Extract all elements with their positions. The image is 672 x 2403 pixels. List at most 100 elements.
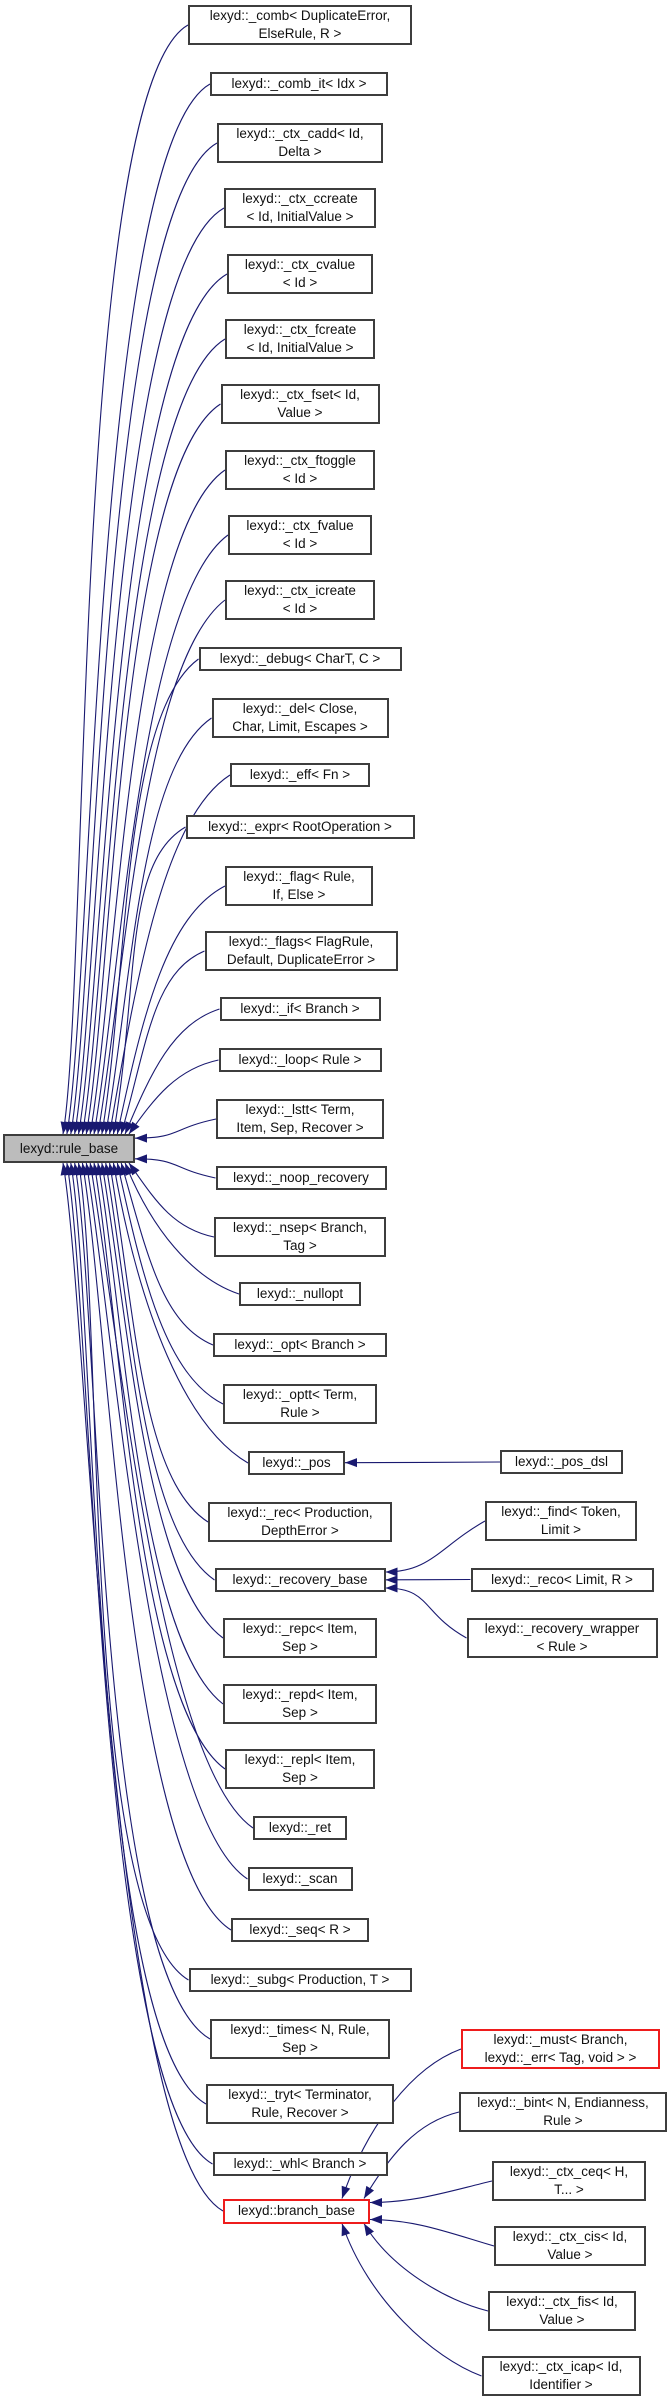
node-branch_base[interactable]: lexyd::branch_base <box>223 2198 370 2224</box>
edge-ctx_fvalue-rule_base <box>91 534 229 1135</box>
node-optt[interactable]: lexyd::_optt< Term,Rule > <box>223 1384 377 1424</box>
node-label-line: lexyd::_ctx_fis< Id, <box>506 2294 618 2309</box>
node-ctx_ftoggle[interactable]: lexyd::_ctx_ftoggle< Id > <box>225 450 375 490</box>
node-ctx_cis[interactable]: lexyd::_ctx_cis< Id,Value > <box>494 2226 646 2266</box>
node-label-line: lexyd::_times< N, Rule, <box>230 2022 370 2037</box>
edge-ctx_cadd-rule_base <box>68 142 218 1135</box>
node-del[interactable]: lexyd::_del< Close,Char, Limit, Escapes … <box>211 698 389 738</box>
edge-times-rule_base <box>72 1162 211 2040</box>
node-pos[interactable]: lexyd::_pos <box>248 1451 345 1475</box>
edge-flags-rule_base <box>120 950 205 1135</box>
node-label-line: lexyd::_tryt< Terminator, <box>228 2087 372 2102</box>
edge-recovery_wrapper-recovery_base <box>385 1583 467 1639</box>
node-rule_base[interactable]: lexyd::rule_base <box>3 1134 135 1163</box>
node-label-line: lexyd::_ctx_cis< Id, <box>512 2229 628 2244</box>
node-label-line: lexyd::_subg< Production, T > <box>210 1972 390 1987</box>
node-subg[interactable]: lexyd::_subg< Production, T > <box>188 1968 412 1992</box>
node-must[interactable]: lexyd::_must< Branch,lexyd::_err< Tag, v… <box>461 2029 660 2069</box>
node-ctx_fvalue[interactable]: lexyd::_ctx_fvalue< Id > <box>228 515 372 555</box>
node-tryt[interactable]: lexyd::_tryt< Terminator,Rule, Recover > <box>206 2084 394 2124</box>
node-ctx_cvalue[interactable]: lexyd::_ctx_cvalue< Id > <box>227 254 373 294</box>
node-ctx_ceq[interactable]: lexyd::_ctx_ceq< H,T... > <box>492 2161 646 2201</box>
node-label-line: lexyd::_err< Tag, void > > <box>484 2050 637 2065</box>
node-label-line: lexyd::branch_base <box>237 2203 356 2218</box>
node-seq[interactable]: lexyd::_seq< R > <box>231 1918 369 1942</box>
edge-repd-rule_base <box>95 1162 224 1705</box>
node-recovery_wrapper[interactable]: lexyd::_recovery_wrapper< Rule > <box>466 1618 658 1658</box>
node-label-line: ElseRule, R > <box>258 26 342 41</box>
edge-rec-rule_base <box>107 1162 209 1523</box>
node-flag[interactable]: lexyd::_flag< Rule,If, Else > <box>225 866 373 906</box>
node-ctx_cadd[interactable]: lexyd::_ctx_cadd< Id,Delta > <box>217 123 383 163</box>
node-label-line: lexyd::_noop_recovery <box>233 1170 369 1185</box>
edge-branch_base-rule_base <box>60 1162 224 2212</box>
node-label-line: lexyd::_flag< Rule, <box>243 869 355 884</box>
node-ctx_ccreate[interactable]: lexyd::_ctx_ccreate< Id, InitialValue > <box>224 188 376 228</box>
node-repl[interactable]: lexyd::_repl< Item,Sep > <box>225 1749 375 1789</box>
node-label-line: Sep > <box>282 1705 318 1720</box>
node-repc[interactable]: lexyd::_repc< Item,Sep > <box>223 1618 377 1658</box>
node-nsep[interactable]: lexyd::_nsep< Branch,Tag > <box>214 1217 386 1257</box>
edge-ctx_ftoggle-rule_base <box>87 469 226 1135</box>
edge-subg-rule_base <box>76 1162 189 1981</box>
node-times[interactable]: lexyd::_times< N, Rule,Sep > <box>210 2019 390 2059</box>
edge-ctx_cvalue-rule_base <box>76 273 228 1135</box>
node-label-line: < Rule > <box>536 1639 588 1654</box>
edge-loop-rule_base <box>128 1059 219 1135</box>
node-rec[interactable]: lexyd::_rec< Production,DepthError > <box>208 1502 392 1542</box>
node-eff[interactable]: lexyd::_eff< Fn > <box>230 763 370 787</box>
node-label-line: lexyd::_repd< Item, <box>242 1687 358 1702</box>
node-ctx_icreate[interactable]: lexyd::_ctx_icreate< Id > <box>225 580 375 620</box>
node-ret[interactable]: lexyd::_ret <box>253 1816 347 1840</box>
node-label-line: < Id, InitialValue > <box>246 209 354 224</box>
node-label-line: lexyd::_nullopt <box>256 1286 344 1301</box>
node-ctx_fis[interactable]: lexyd::_ctx_fis< Id,Value > <box>488 2291 636 2331</box>
node-comb_it[interactable]: lexyd::_comb_it< Idx > <box>210 72 388 96</box>
node-opt[interactable]: lexyd::_opt< Branch > <box>213 1333 387 1357</box>
node-debug[interactable]: lexyd::_debug< CharT, C > <box>198 647 402 671</box>
node-expr[interactable]: lexyd::_expr< RootOperation > <box>185 815 415 839</box>
node-ctx_fcreate[interactable]: lexyd::_ctx_fcreate< Id, InitialValue > <box>225 319 375 359</box>
node-recovery_base[interactable]: lexyd::_recovery_base <box>214 1568 386 1592</box>
node-comb[interactable]: lexyd::_comb< DuplicateError,ElseRule, R… <box>188 5 412 45</box>
node-find[interactable]: lexyd::_find< Token,Limit > <box>485 1501 637 1541</box>
node-label-line: lexyd::_optt< Term, <box>242 1387 358 1402</box>
edge-pos-rule_base <box>111 1162 249 1464</box>
node-label-line: Value > <box>539 2312 585 2327</box>
node-ctx_fset[interactable]: lexyd::_ctx_fset< Id,Value > <box>220 384 380 424</box>
node-label-line: Char, Limit, Escapes > <box>232 719 368 734</box>
node-loop[interactable]: lexyd::_loop< Rule > <box>218 1048 382 1072</box>
node-label-line: lexyd::_repl< Item, <box>244 1752 356 1767</box>
node-label-line: Item, Sep, Recover > <box>236 1120 364 1135</box>
node-lstt[interactable]: lexyd::_lstt< Term,Item, Sep, Recover > <box>216 1099 384 1139</box>
node-label-line: T... > <box>554 2182 584 2197</box>
node-bint[interactable]: lexyd::_bint< N, Endianness,Rule > <box>459 2092 667 2132</box>
node-repd[interactable]: lexyd::_repd< Item,Sep > <box>223 1684 377 1724</box>
node-label-line: lexyd::_ctx_icreate <box>244 583 356 598</box>
node-label-line: < Id, InitialValue > <box>246 340 354 355</box>
edge-whl-rule_base <box>64 1162 213 2165</box>
edge-ctx_icreate-rule_base <box>95 599 226 1135</box>
node-label-line: lexyd::_comb_it< Idx > <box>231 76 367 91</box>
edge-ctx_cis-branch_base <box>369 2215 495 2247</box>
node-if[interactable]: lexyd::_if< Branch > <box>219 997 381 1021</box>
node-flags[interactable]: lexyd::_flags< FlagRule,Default, Duplica… <box>204 931 398 971</box>
node-whl[interactable]: lexyd::_whl< Branch > <box>212 2152 388 2176</box>
node-label-line: Tag > <box>283 1238 317 1253</box>
node-reco[interactable]: lexyd::_reco< Limit, R > <box>470 1567 654 1592</box>
node-label-line: Default, DuplicateError > <box>226 952 376 967</box>
node-ctx_icap[interactable]: lexyd::_ctx_icap< Id,Identifier > <box>481 2356 641 2396</box>
node-label-line: lexyd::_ctx_cadd< Id, <box>236 126 364 141</box>
node-label-line: lexyd::_del< Close, <box>242 701 358 716</box>
edge-ctx_fis-branch_base <box>363 2223 489 2312</box>
node-pos_dsl[interactable]: lexyd::_pos_dsl <box>500 1450 623 1474</box>
node-label-line: lexyd::_flags< FlagRule, <box>228 934 374 949</box>
node-label-line: Rule > <box>543 2113 583 2128</box>
node-nullopt[interactable]: lexyd::_nullopt <box>239 1282 361 1306</box>
edge-recovery_base-rule_base <box>103 1162 215 1581</box>
node-scan[interactable]: lexyd::_scan <box>247 1867 353 1891</box>
edge-repl-rule_base <box>91 1162 226 1770</box>
node-label-line: lexyd::_ctx_fvalue <box>246 518 354 533</box>
node-noop_recovery[interactable]: lexyd::_noop_recovery <box>215 1166 387 1190</box>
